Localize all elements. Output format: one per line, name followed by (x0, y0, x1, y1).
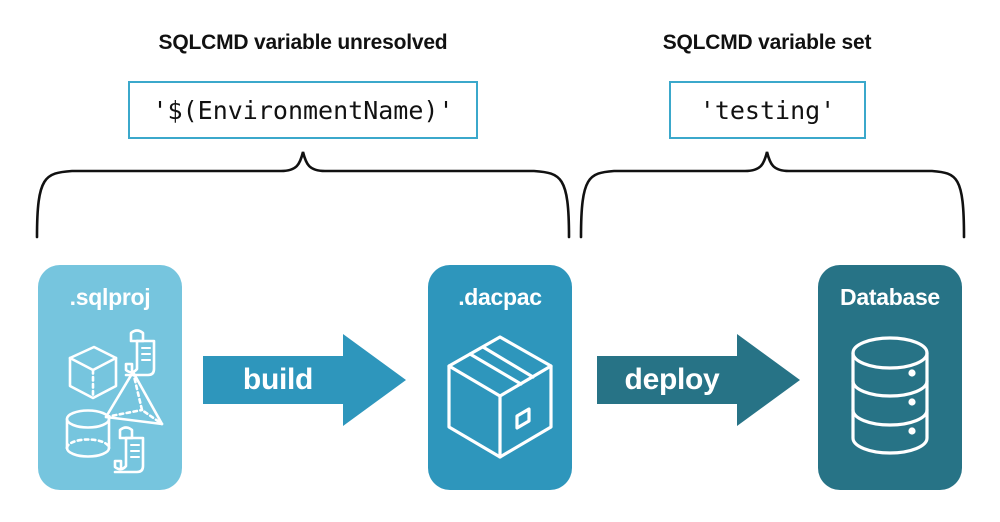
artifact-dacpac-label: .dacpac (458, 284, 542, 310)
artifact-database-label: Database (840, 284, 940, 310)
artifact-sqlproj[interactable]: .sqlproj (38, 265, 182, 490)
code-box-unresolved-variable: '$(EnvironmentName)' (128, 81, 478, 139)
arrow-right-icon (203, 334, 406, 426)
group-header-right: SQLCMD variable set (662, 31, 872, 54)
artifact-sqlproj-label: .sqlproj (69, 284, 151, 310)
script-scroll-icon (113, 426, 145, 474)
code-value-unresolved: '$(EnvironmentName)' (152, 95, 454, 125)
script-scroll-icon (124, 329, 156, 377)
arrow-right-icon (597, 334, 800, 426)
database-cylinder-icon (851, 336, 929, 455)
cube-icon (68, 345, 118, 400)
pyramid-icon (104, 370, 164, 426)
code-value-set: 'testing' (699, 95, 836, 125)
package-box-icon (447, 335, 553, 459)
arrow-build: build (203, 332, 407, 428)
code-box-set-variable: 'testing' (669, 81, 866, 139)
cylinder-icon (65, 409, 111, 458)
brace-left-icon (35, 151, 571, 239)
brace-group (35, 151, 966, 239)
group-header-left: SQLCMD variable unresolved (158, 31, 448, 54)
arrow-deploy: deploy (597, 332, 801, 428)
artifact-dacpac[interactable]: .dacpac (428, 265, 572, 490)
brace-right-icon (579, 151, 966, 239)
sql-project-shapes-icon (65, 329, 164, 474)
artifact-database[interactable]: Database (818, 265, 962, 490)
